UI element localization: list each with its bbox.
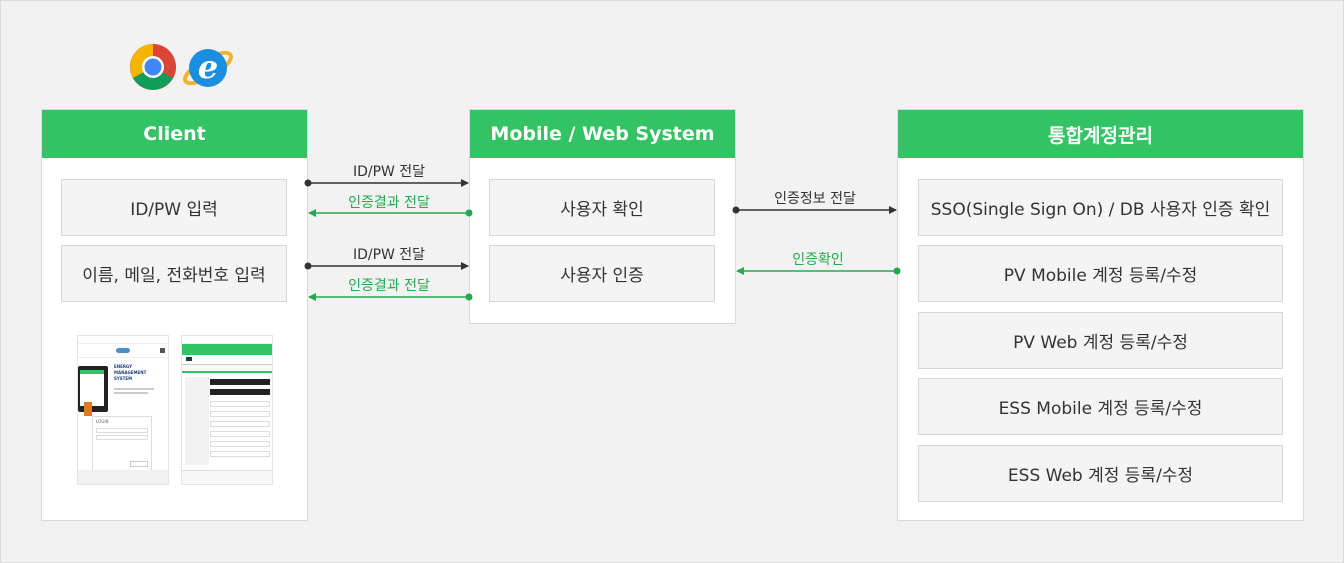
label-system-to-account: 인증정보 전달 (774, 191, 856, 207)
system-title: Mobile / Web System (470, 110, 735, 158)
client-title: Client (42, 110, 307, 158)
system-step-user-auth: 사용자 인증 (489, 245, 715, 302)
browser-icons: e (130, 44, 233, 90)
account-item-ess-web: ESS Web 계정 등록/수정 (918, 445, 1283, 502)
account-item-ess-mobile: ESS Mobile 계정 등록/수정 (918, 378, 1283, 435)
arrow-client-to-system-2 (304, 262, 469, 270)
client-step-contact: 이름, 메일, 전화번호 입력 (61, 245, 287, 302)
arrow-system-to-client-2 (308, 293, 473, 301)
label-client-to-system-1: ID/PW 전달 (352, 164, 426, 180)
arrow-client-to-system-1 (304, 179, 469, 187)
arrow-system-to-account (732, 206, 897, 214)
account-item-pv-web: PV Web 계정 등록/수정 (918, 312, 1283, 369)
label-system-to-client-2: 인증결과 전달 (348, 278, 430, 294)
label-system-to-client-1: 인증결과 전달 (348, 195, 430, 211)
internet-explorer-icon: e (183, 48, 233, 87)
account-item-pv-mobile: PV Mobile 계정 등록/수정 (918, 245, 1283, 302)
label-client-to-system-2: ID/PW 전달 (352, 247, 426, 263)
account-item-sso: SSO(Single Sign On) / DB 사용자 인증 확인 (918, 179, 1283, 236)
svg-text:e: e (198, 48, 218, 86)
login-form-title: LOGIN (96, 419, 109, 424)
mobile-form-screenshot (181, 335, 273, 485)
login-headline: ENERGY MANAGEMENT SYSTEM (114, 364, 147, 381)
account-title: 통합계정관리 (898, 110, 1303, 158)
arrow-system-to-client-1 (308, 209, 473, 217)
system-step-user-check: 사용자 확인 (489, 179, 715, 236)
label-account-to-system: 인증확인 (792, 252, 844, 268)
mobile-login-screenshot: ENERGY MANAGEMENT SYSTEM LOGIN (77, 335, 169, 485)
arrow-account-to-system (736, 267, 901, 275)
client-step-id-pw: ID/PW 입력 (61, 179, 287, 236)
chrome-icon (130, 44, 176, 90)
